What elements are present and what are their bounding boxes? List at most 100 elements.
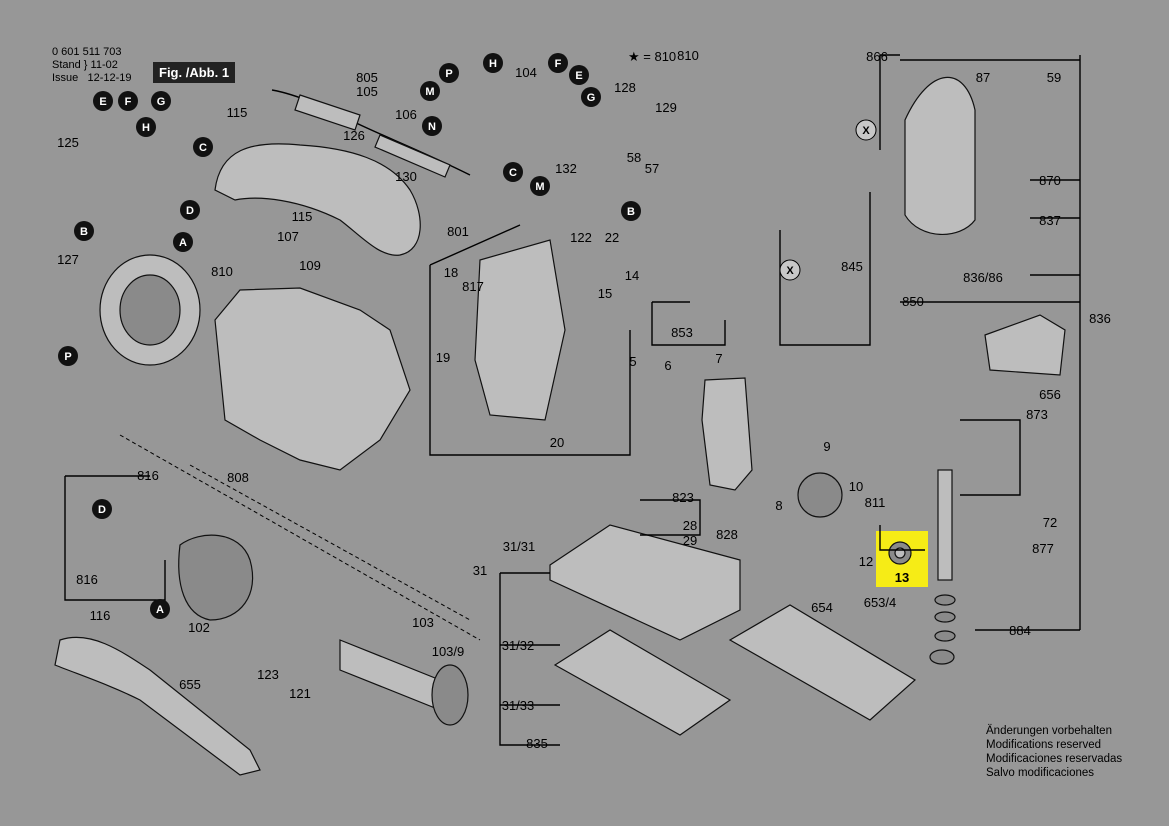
svg-text:E: E (575, 70, 582, 82)
part-label: 6 (664, 358, 671, 373)
part-label: 116 (90, 608, 111, 623)
connector-badge-m: M (420, 81, 440, 101)
part-label: 873 (1026, 407, 1048, 422)
connector-badge-g: G (151, 91, 171, 111)
note-pt: Salvo modificaciones (986, 767, 1095, 779)
part-label: 870 (1039, 173, 1061, 188)
part-label: 87 (976, 70, 990, 85)
connector-badge-h: H (136, 117, 156, 137)
figure-label: Fig. /Abb. 1 (153, 62, 236, 83)
part-label: 655 (179, 677, 201, 692)
stand-label: Stand (52, 59, 81, 71)
part-label: 109 (299, 258, 321, 273)
part-label: 836/86 (963, 270, 1003, 285)
part-label: 105 (356, 84, 378, 99)
part-label: 115 (292, 209, 313, 224)
part-label: 850 (902, 294, 924, 309)
part-label: 31 (473, 563, 487, 578)
svg-text:X: X (786, 265, 794, 277)
part-label: 837 (1039, 213, 1061, 228)
part-labels-layer: 8051051041061151261301251278101071091158… (57, 48, 1111, 751)
part-label: 126 (343, 128, 365, 143)
part-label: 128 (614, 80, 636, 95)
svg-text:H: H (142, 122, 150, 134)
part-label: 654 (811, 600, 833, 615)
connector-badge-c: C (503, 162, 523, 182)
part-label: 130 (395, 169, 417, 184)
svg-text:C: C (199, 142, 207, 154)
svg-text:D: D (98, 504, 106, 516)
part-label: 121 (289, 686, 311, 701)
part-label: 877 (1032, 541, 1054, 556)
connector-badge-d: D (180, 200, 200, 220)
svg-text:M: M (535, 181, 544, 193)
part-label: 13 (895, 570, 909, 585)
svg-text:P: P (64, 351, 71, 363)
star-legend: ★ = 810 (628, 49, 677, 64)
svg-text:G: G (587, 92, 596, 104)
part-label: 845 (841, 259, 863, 274)
modification-notes: Änderungen vorbehalten Modifications res… (986, 724, 1122, 780)
issue-label: Issue (52, 72, 79, 84)
part-label: 801 (447, 224, 469, 239)
part-label: 57 (645, 161, 659, 176)
part-label: 817 (462, 279, 484, 294)
part-label: 12 (859, 554, 873, 569)
part-label: 103/9 (432, 644, 465, 659)
issue-date: 12-12-19 (87, 72, 132, 84)
part-label: 9 (823, 439, 830, 454)
stand-date: 11-02 (90, 59, 118, 71)
part-label: 853 (671, 325, 693, 340)
part-label: 884 (1009, 623, 1031, 638)
svg-text:F: F (125, 96, 132, 108)
part-label: 132 (555, 161, 577, 176)
part-label: 125 (57, 135, 79, 150)
svg-text:B: B (627, 206, 635, 218)
connector-badge-g: G (581, 87, 601, 107)
connector-badge-e: E (93, 91, 113, 111)
svg-text:A: A (179, 237, 187, 249)
svg-text:D: D (186, 205, 194, 217)
part-label: 104 (515, 65, 537, 80)
part-label: 653/4 (864, 595, 897, 610)
connector-badge-n: N (422, 116, 442, 136)
part-label: 59 (1047, 70, 1061, 85)
part-label: 29 (683, 533, 697, 548)
part-label: 805 (356, 70, 378, 85)
part-label: 31/32 (502, 638, 535, 653)
part-label: 10 (849, 479, 863, 494)
part-label: 103 (412, 615, 434, 630)
svg-text:G: G (157, 96, 166, 108)
connector-badge-b: B (621, 201, 641, 221)
part-label: 836 (1089, 311, 1111, 326)
part-label: 823 (672, 490, 694, 505)
connector-badge-p: P (58, 346, 78, 366)
connector-badge-c: C (193, 137, 213, 157)
connector-badge-b: B (74, 221, 94, 241)
doc-number: 0 601 511 703 (52, 46, 122, 58)
part-label: 816 (137, 468, 159, 483)
connector-badge-m: M (530, 176, 550, 196)
svg-text:C: C (509, 167, 517, 179)
part-label: 15 (598, 286, 612, 301)
svg-text:H: H (489, 58, 497, 70)
part-label: 107 (277, 229, 299, 244)
part-label: 31/33 (502, 698, 535, 713)
part-label: 828 (716, 527, 738, 542)
part-label: 866 (866, 49, 888, 64)
note-en: Modifications reserved (986, 739, 1102, 751)
part-label: 129 (655, 100, 677, 115)
part-label: 7 (715, 351, 722, 366)
connector-badge-f: F (118, 91, 138, 111)
connector-badge-f: F (548, 53, 568, 73)
part-label: 127 (57, 252, 79, 267)
part-label: 115 (227, 105, 248, 120)
svg-text:A: A (156, 604, 164, 616)
part-label: 808 (227, 470, 249, 485)
svg-text:F: F (555, 58, 562, 70)
connector-badge-e: E (569, 65, 589, 85)
part-label: 19 (436, 350, 450, 365)
part-label: 106 (395, 107, 417, 122)
